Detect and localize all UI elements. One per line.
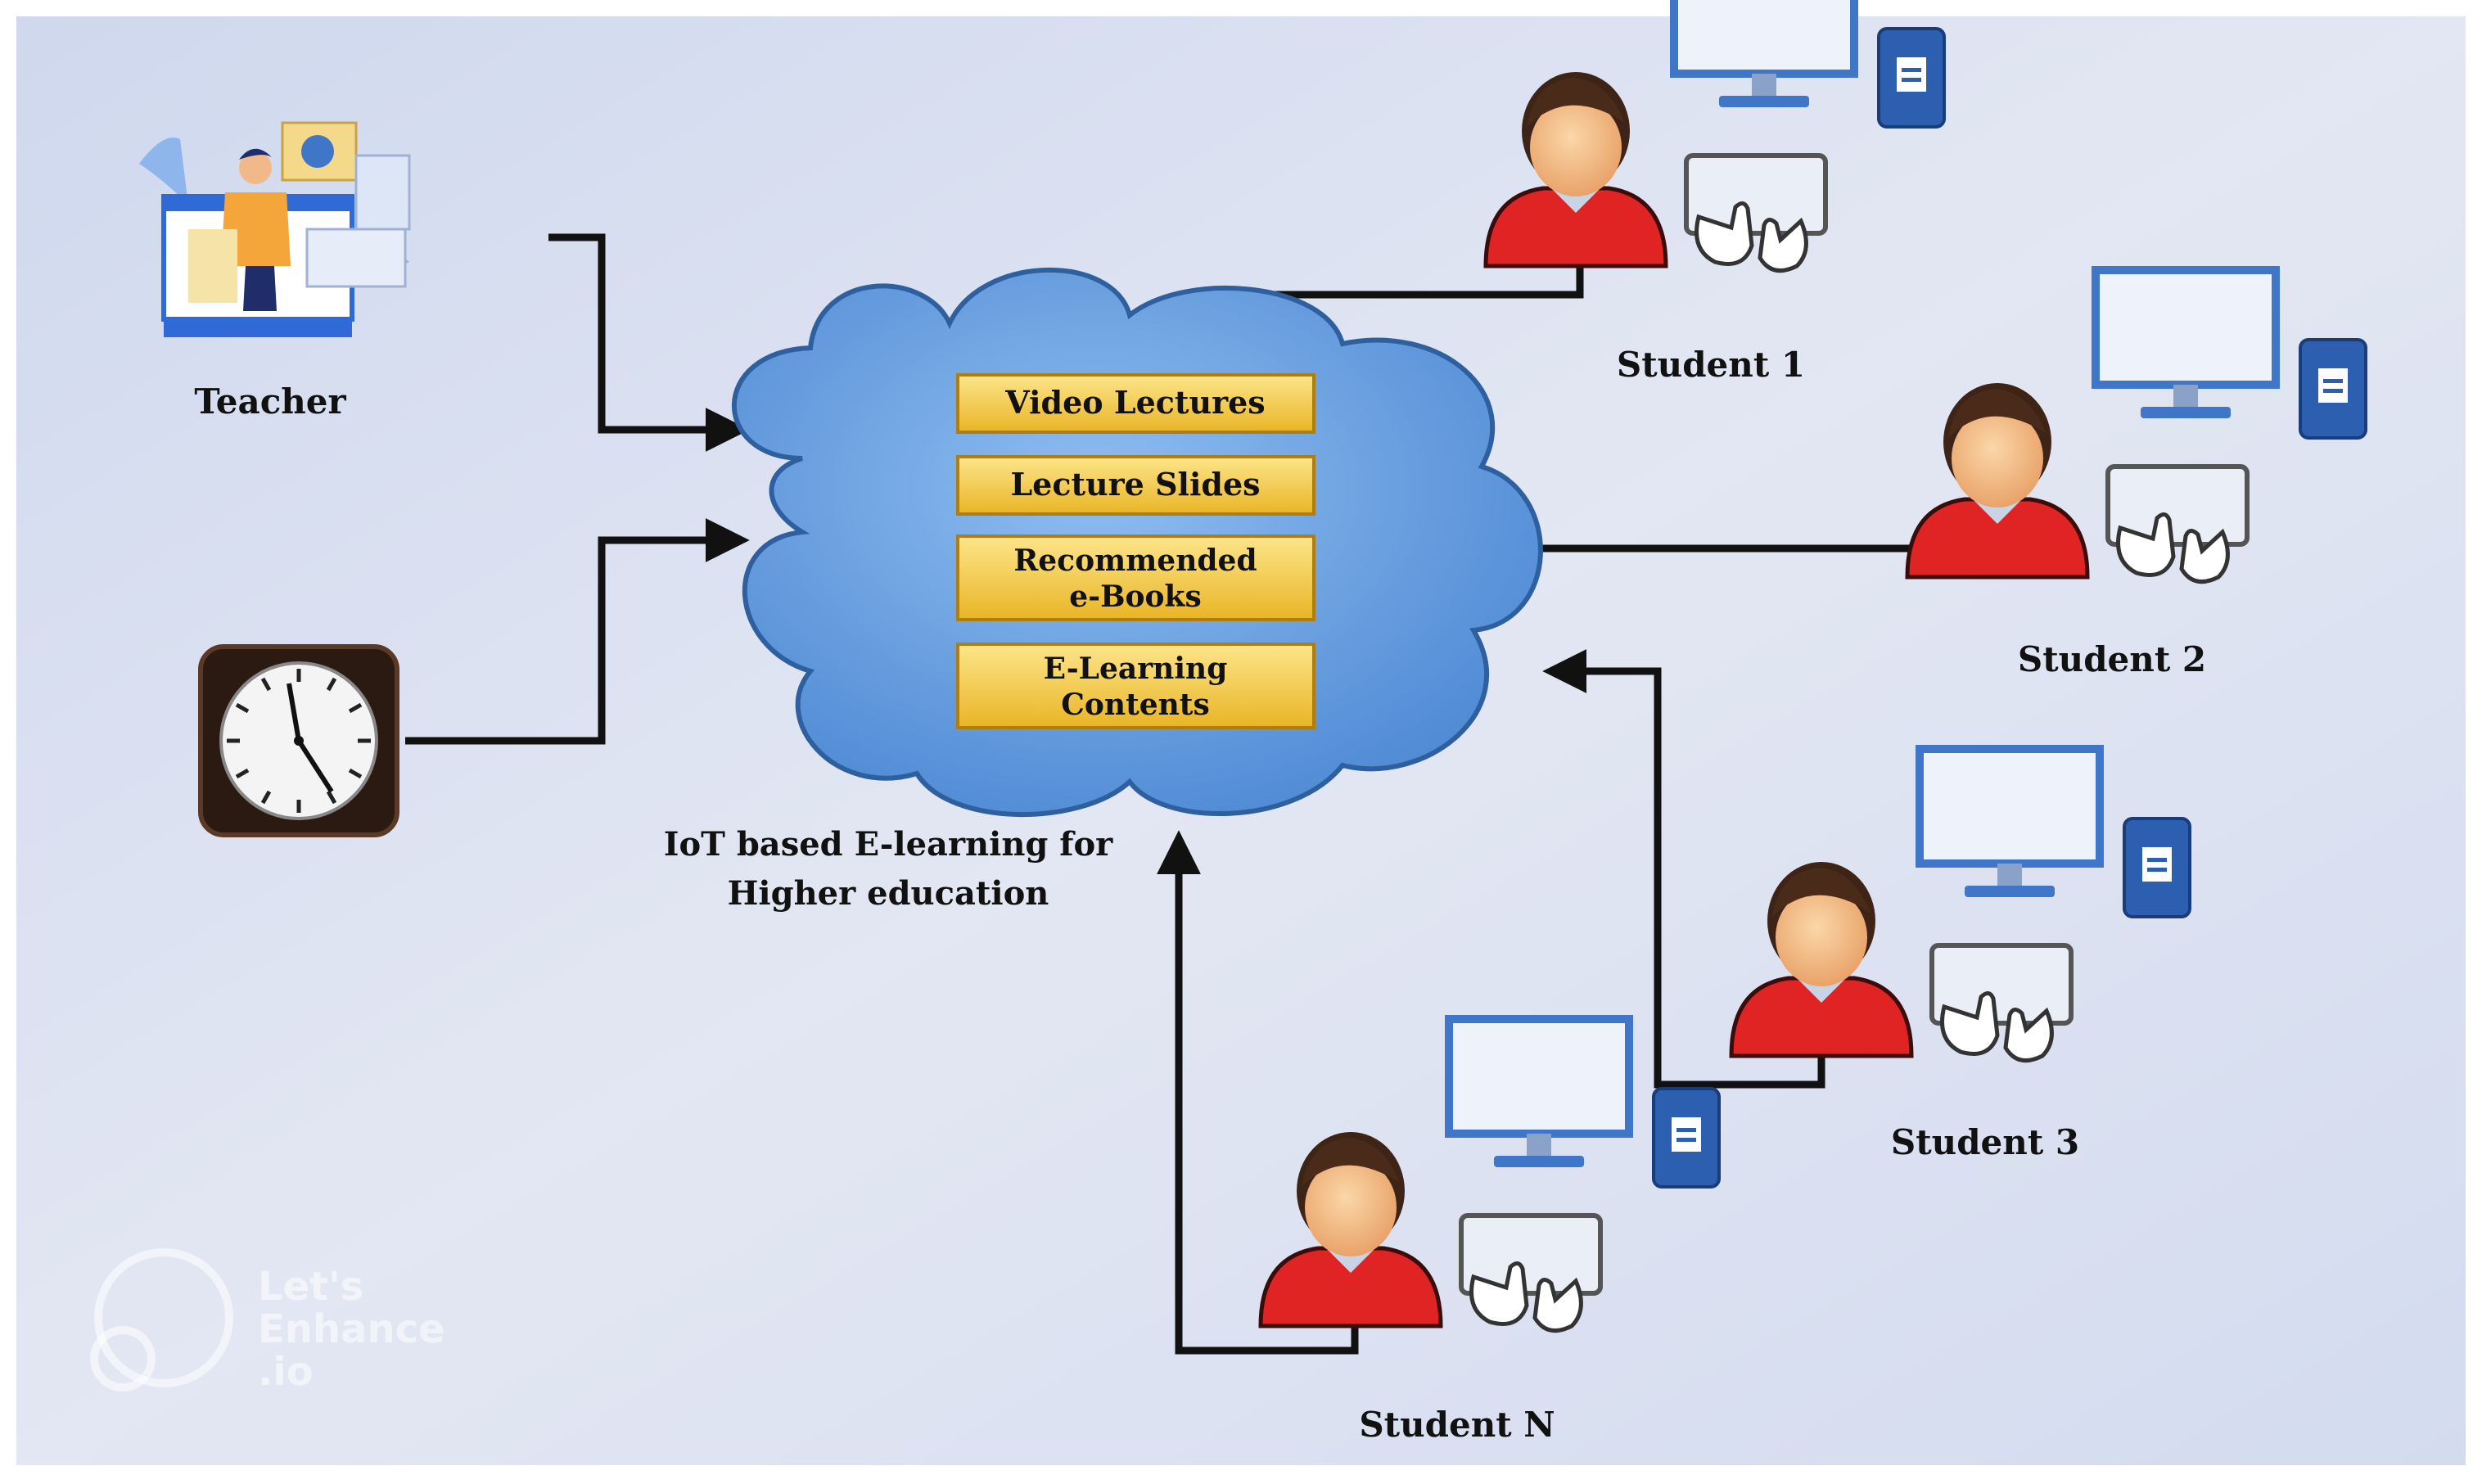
cloud-caption-line1: IoT based E-learning for — [664, 825, 1113, 864]
wall-clock-icon — [198, 644, 399, 837]
content-box-label: Lecture Slides — [1010, 466, 1260, 503]
clock-to-cloud-arrow — [405, 518, 750, 745]
student-2-label: Student 2 — [2018, 639, 2206, 679]
student-3-label: Student 3 — [1891, 1122, 2079, 1162]
content-box-recommended-ebooks: Recommended e-Books — [956, 535, 1315, 621]
watermark-line2: Enhance — [258, 1306, 445, 1352]
watermark: Let's Enhance .io — [90, 1248, 445, 1395]
content-box-label: e-Books — [1069, 580, 1202, 614]
cloud-caption-line2: Higher education — [728, 874, 1049, 913]
student3-to-cloud-arrow — [1542, 649, 1825, 1089]
teacher-label: Teacher — [194, 381, 346, 422]
content-box-label: Video Lectures — [1004, 384, 1265, 421]
teacher-screen-icon — [139, 121, 411, 337]
content-box-label: Recommended — [1013, 544, 1257, 578]
watermark-line3: .io — [258, 1349, 314, 1395]
content-boxes: Video Lectures Lecture Slides Recommende… — [956, 373, 1315, 729]
student-n-label: Student N — [1359, 1405, 1555, 1445]
student-1-label: Student 1 — [1617, 345, 1805, 385]
content-box-label: E-Learning — [1044, 652, 1228, 686]
content-box-elearning-contents: E-Learning Contents — [956, 643, 1315, 729]
content-box-label: Contents — [1061, 688, 1209, 722]
watermark-logo-icon — [94, 1248, 233, 1387]
content-box-video-lectures: Video Lectures — [956, 373, 1315, 434]
teacher-to-cloud-arrow — [548, 233, 750, 452]
watermark-line1: Let's — [258, 1264, 363, 1310]
content-box-lecture-slides: Lecture Slides — [956, 455, 1315, 516]
